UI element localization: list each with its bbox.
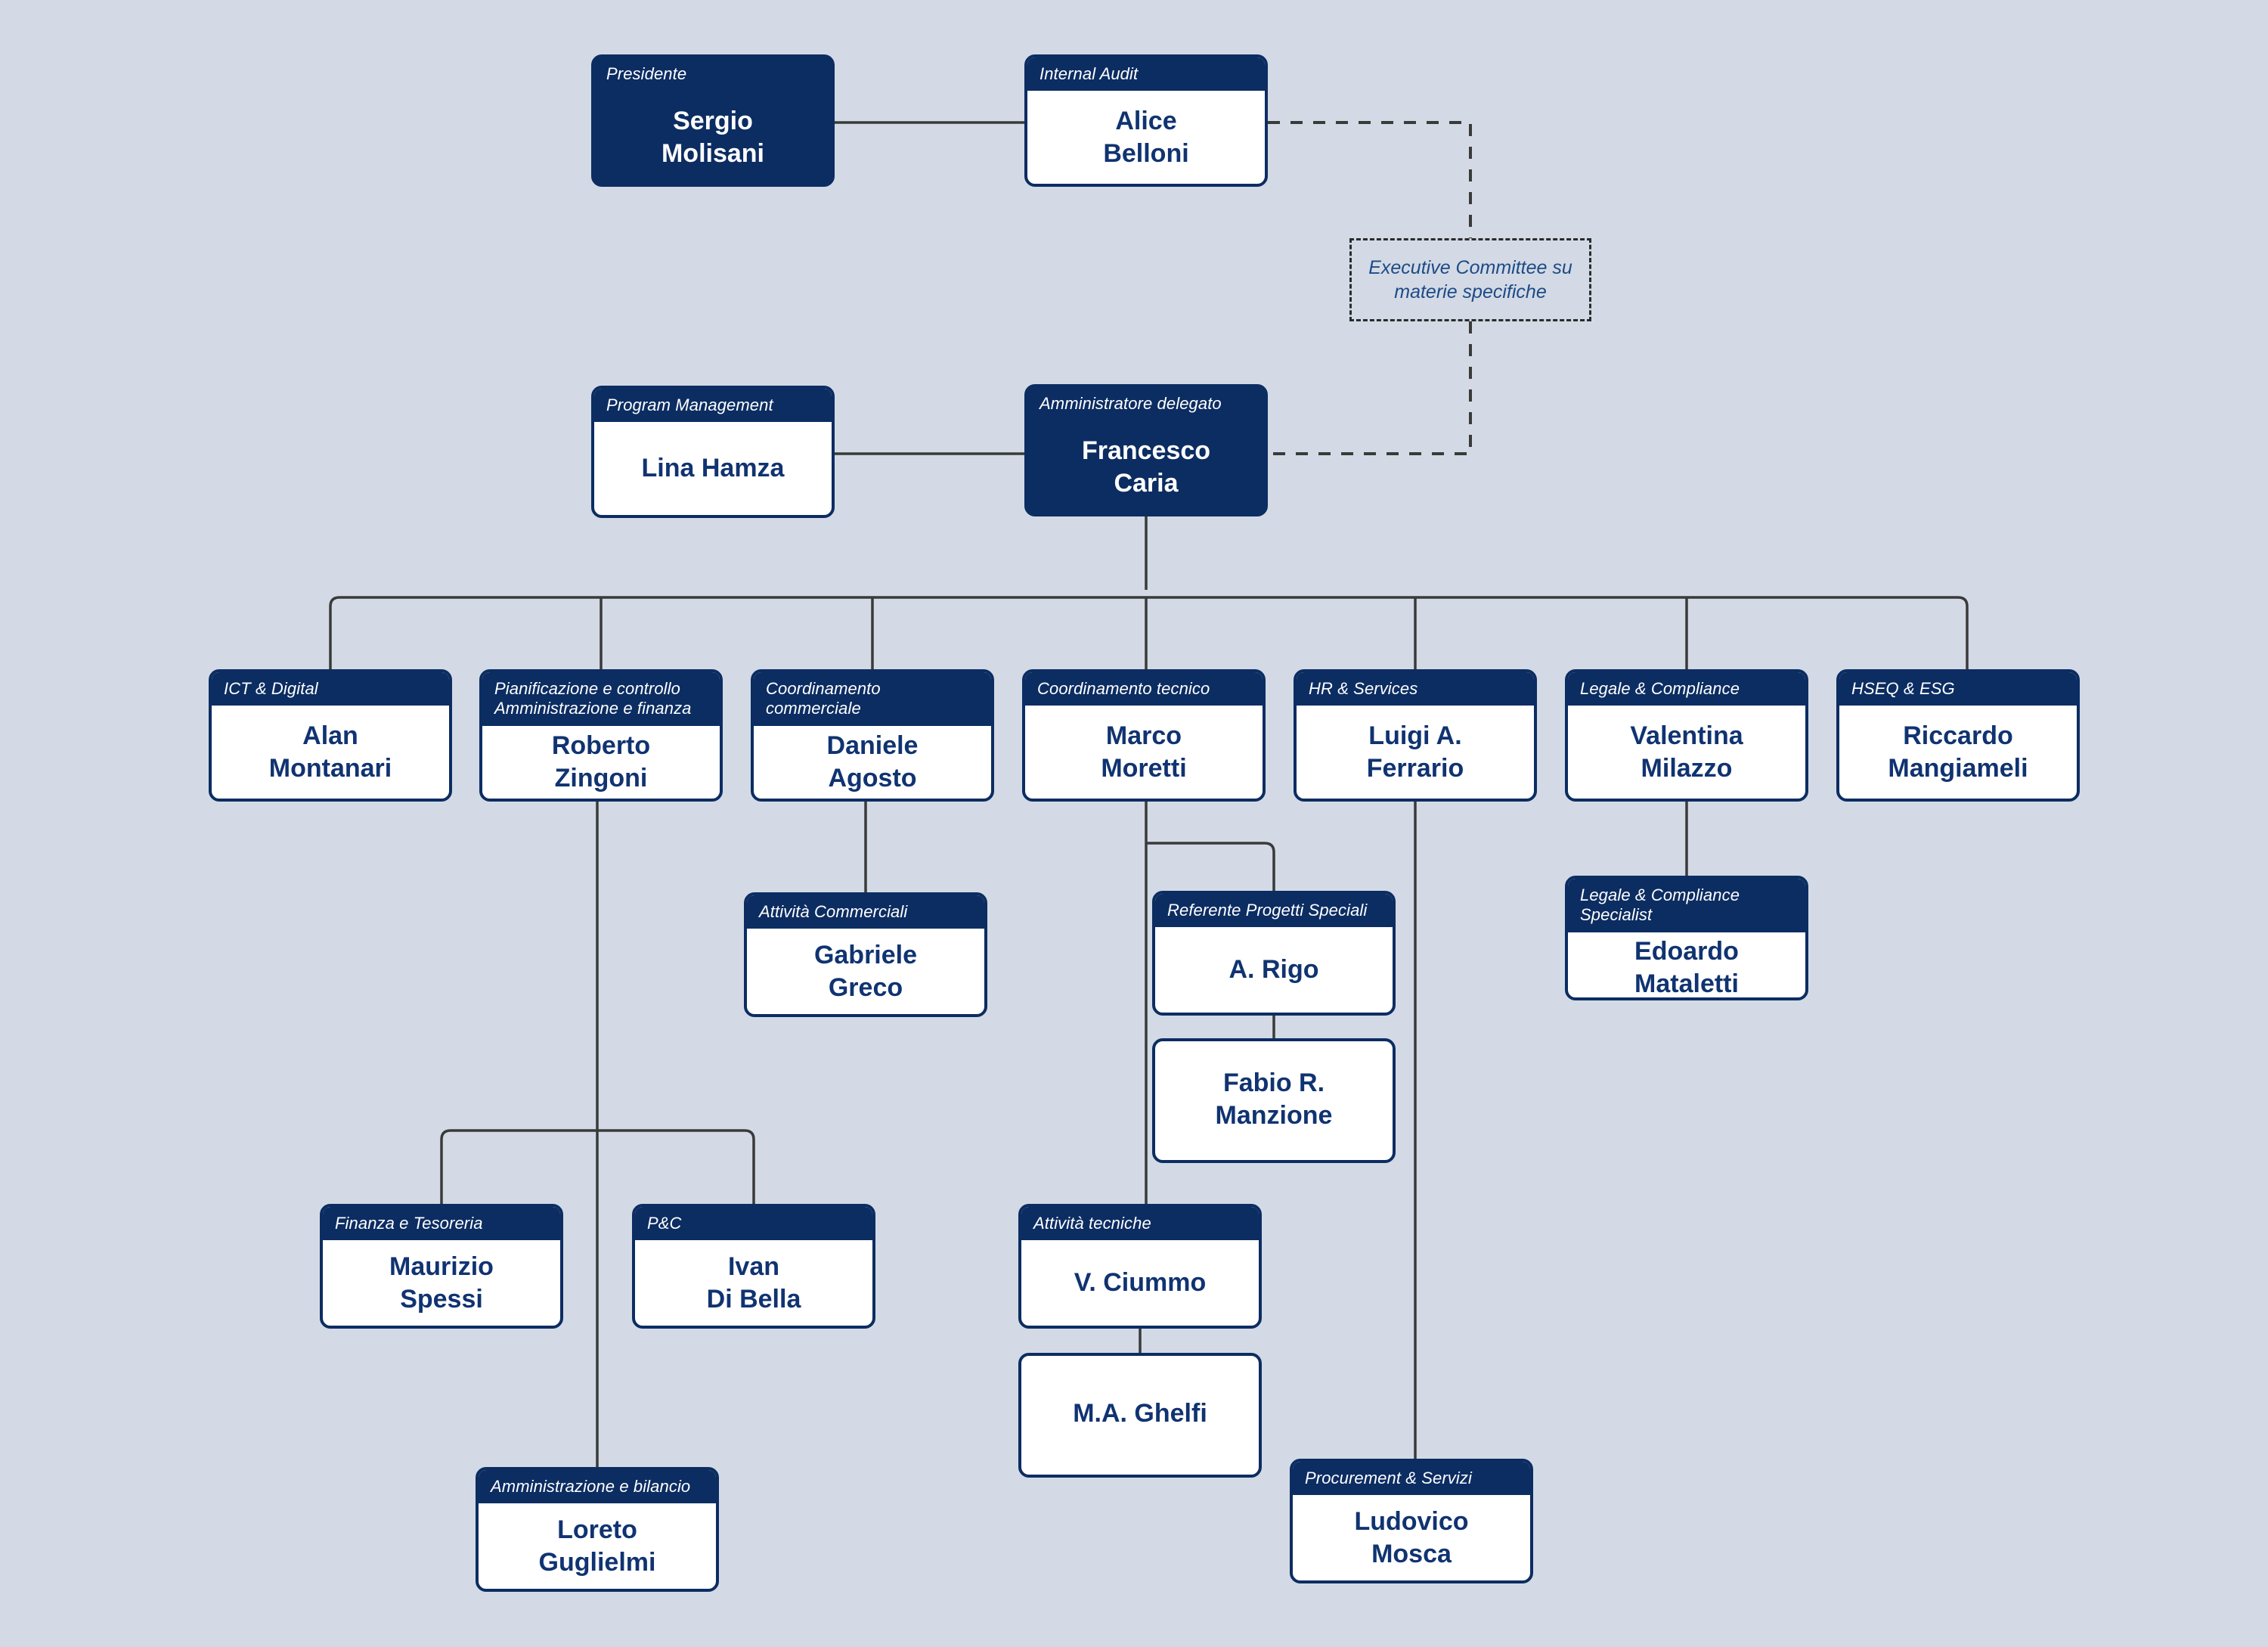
- org-node-manzione[interactable]: Fabio R. Manzione: [1152, 1038, 1396, 1163]
- org-node-name: Francesco Caria: [1081, 436, 1211, 498]
- org-node-header: Coordinamento commerciale: [754, 672, 991, 726]
- org-node-header: Attività tecniche: [1021, 1207, 1259, 1241]
- org-node-header: HR & Services: [1297, 672, 1534, 706]
- org-node-header: Amministratore delegato: [1040, 394, 1222, 413]
- org-node-header: P&C: [635, 1207, 872, 1241]
- org-node-name: Alice Belloni: [1103, 106, 1189, 168]
- org-node-name: Loreto Guglielmi: [538, 1515, 656, 1577]
- org-node-header: Attività Commerciali: [747, 895, 984, 929]
- org-node-name: Fabio R. Manzione: [1215, 1068, 1333, 1130]
- org-node-att_tecn[interactable]: Attività tecniche V. Ciummo: [1018, 1204, 1262, 1329]
- org-node-name: Sergio Molisani: [661, 106, 765, 168]
- org-node-name: Maurizio Spessi: [389, 1252, 494, 1314]
- org-node-name: M.A. Ghelfi: [1073, 1399, 1207, 1428]
- org-node-name: Gabriele Greco: [813, 940, 918, 1002]
- org-node-name: Luigi A. Ferrario: [1366, 721, 1464, 783]
- org-node-ghelfi[interactable]: M.A. Ghelfi: [1018, 1353, 1262, 1478]
- org-node-name: Ludovico Mosca: [1354, 1506, 1469, 1568]
- org-node-name: Alan Montanari: [268, 721, 392, 783]
- org-node-header: Amministrazione e bilancio: [479, 1470, 716, 1504]
- connector-solid: [597, 1129, 755, 1204]
- org-note-exec_committee: Executive Committee su materie specifich…: [1349, 238, 1591, 321]
- org-node-name: Daniele Agosto: [826, 731, 919, 792]
- connector-dashed: [1268, 121, 1472, 238]
- org-node-header: Legale & Compliance Specialist: [1568, 879, 1805, 932]
- org-node-hseq[interactable]: HSEQ & ESG Riccardo Mangiameli: [1836, 669, 2080, 802]
- connector-dashed: [1268, 321, 1472, 455]
- org-node-header: Finanza e Tesoreria: [323, 1207, 560, 1241]
- org-node-header: Pianificazione e controllo Amministrazio…: [482, 672, 720, 726]
- org-node-header: ICT & Digital: [212, 672, 449, 706]
- org-node-name: Riccardo Mangiameli: [1888, 721, 2028, 783]
- org-node-name: Roberto Zingoni: [551, 731, 651, 792]
- org-node-name: Edoardo Mataletti: [1634, 936, 1739, 998]
- org-node-header: Coordinamento tecnico: [1025, 672, 1263, 706]
- org-node-header: HSEQ & ESG: [1839, 672, 2077, 706]
- org-node-header: Internal Audit: [1027, 57, 1265, 92]
- org-node-pianificazione[interactable]: Pianificazione e controllo Amministrazio…: [479, 669, 723, 802]
- org-node-name: Ivan Di Bella: [706, 1252, 801, 1314]
- org-node-progetti_sp[interactable]: Referente Progetti Speciali A. Rigo: [1152, 891, 1396, 1016]
- org-node-name: Lina Hamza: [641, 454, 785, 483]
- connector-solid: [329, 596, 1969, 669]
- org-node-header: Referente Progetti Speciali: [1155, 894, 1393, 928]
- org-node-header: Presidente: [606, 64, 687, 83]
- org-node-name: V. Ciummo: [1074, 1268, 1207, 1298]
- org-node-pc[interactable]: P&C Ivan Di Bella: [632, 1204, 875, 1329]
- org-node-name: A. Rigo: [1228, 955, 1319, 985]
- org-node-header: Procurement & Servizi: [1293, 1462, 1530, 1496]
- org-node-header: Program Management: [594, 389, 832, 423]
- connector-solid: [1146, 842, 1275, 891]
- org-node-name: Marco Moretti: [1101, 721, 1187, 783]
- org-node-name: Valentina Milazzo: [1630, 721, 1743, 783]
- org-node-header: Legale & Compliance: [1568, 672, 1805, 706]
- connector-solid: [440, 1129, 597, 1204]
